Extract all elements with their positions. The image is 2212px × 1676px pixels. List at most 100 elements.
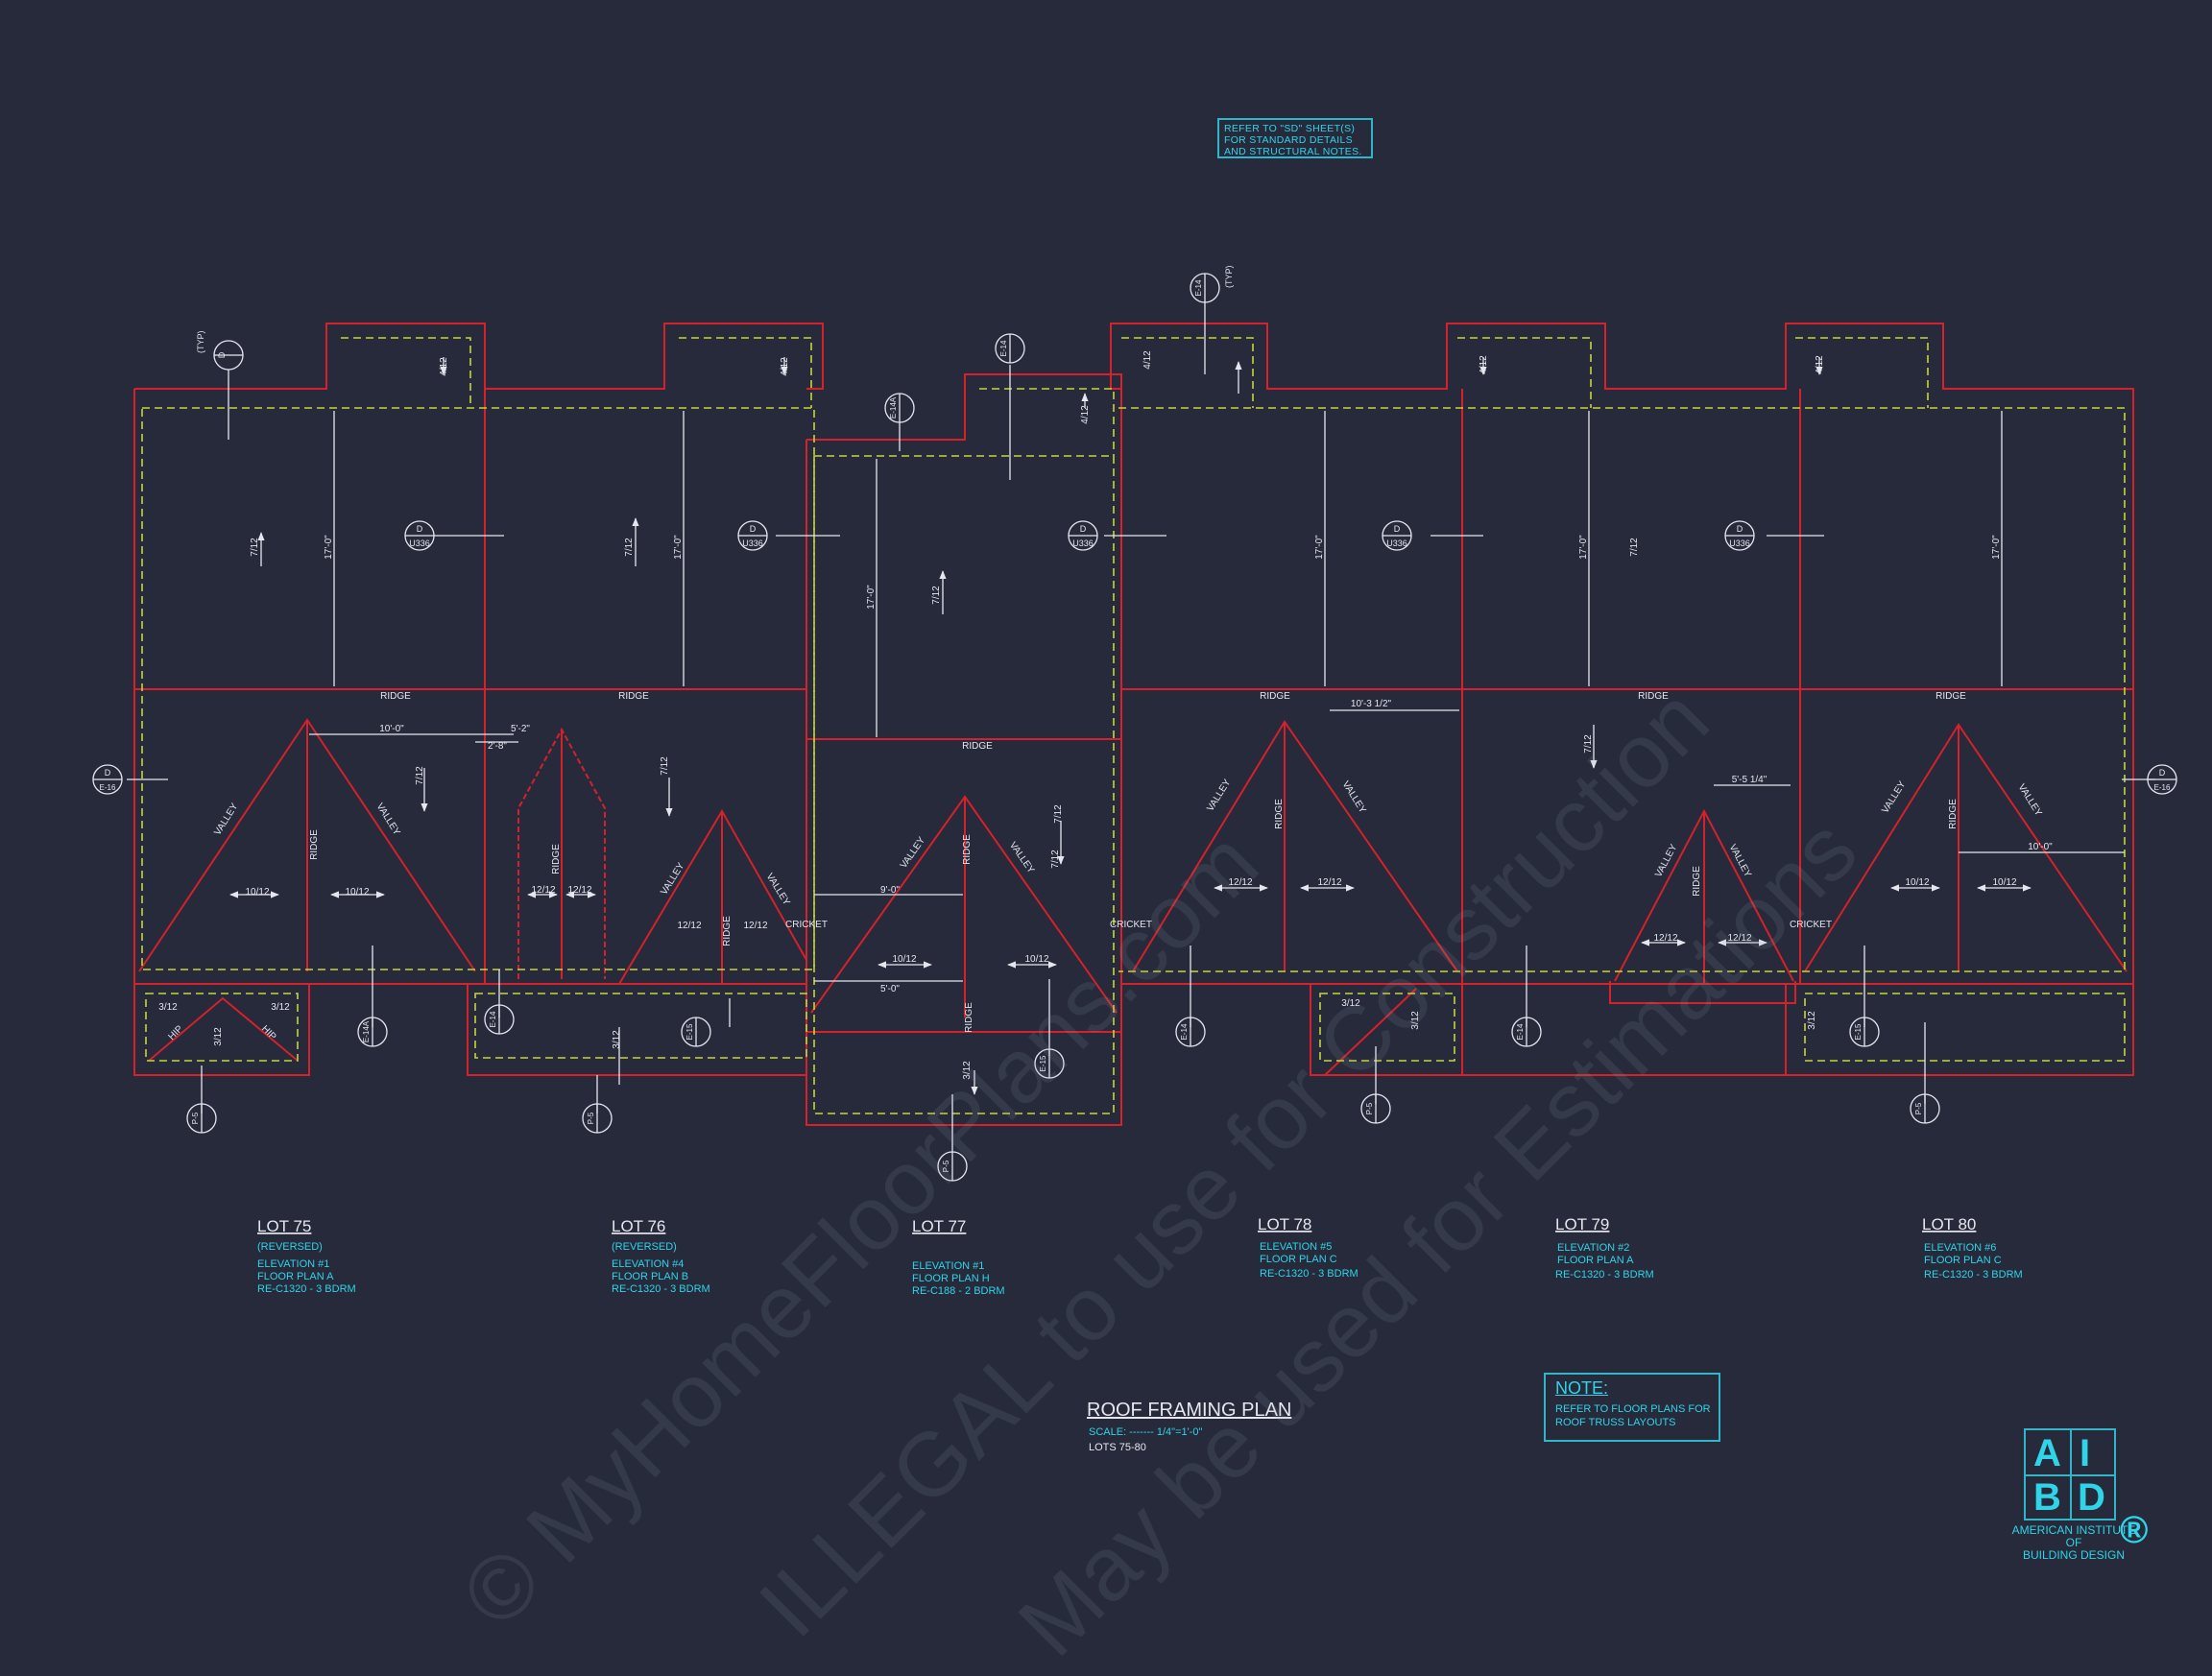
svg-text:FLOOR PLAN C: FLOOR PLAN C [1924,1255,2002,1266]
truss-layout-note: NOTE: REFER TO FLOOR PLANS FOR ROOF TRUS… [1544,1373,1720,1442]
span-dimension: 17'-0" [1314,535,1325,560]
svg-text:D: D [1080,524,1087,534]
structural-notes-reference: REFER TO "SD" SHEET(S) FOR STANDARD DETA… [1217,118,1373,158]
svg-text:D: D [1737,524,1743,534]
callout-bubble: E-15 [1849,1017,1880,1047]
ridge-label: RIDGE [964,1002,974,1033]
callout-bubble: D E-16 [2147,764,2177,795]
svg-text:RE-C1320 - 3 BDRM: RE-C1320 - 3 BDRM [257,1283,356,1295]
slope-label: 7/12 [1583,734,1594,754]
valley-label: VALLEY [764,872,792,908]
roof-outline [133,323,2134,1126]
callout-bubble: E-14A [884,393,915,423]
slope-label: 4/12 [780,357,790,376]
svg-text:(REVERSED): (REVERSED) [257,1241,323,1253]
svg-text:P-5: P-5 [1914,1102,1923,1114]
lot-75-label: LOT 75 (REVERSED) ELEVATION #1 FLOOR PLA… [257,1217,356,1295]
callout-bubble: D U336 [1068,520,1098,551]
slope-label: 10/12 [345,887,369,898]
slope-label: 7/12 [1629,538,1640,557]
callout-bubble: E-14 [484,1004,515,1035]
lot-77-label: LOT 77 ELEVATION #1 FLOOR PLAN H RE-C188… [912,1217,1005,1297]
slope-label: 3/12 [158,1002,178,1013]
svg-text:U336: U336 [1072,539,1094,548]
note-line: REFER TO FLOOR PLANS FOR [1555,1403,1711,1415]
svg-text:FLOOR PLAN A: FLOOR PLAN A [257,1271,334,1282]
svg-text:ELEVATION #1: ELEVATION #1 [257,1258,329,1270]
plan-title: ROOF FRAMING PLAN [1087,1400,1291,1421]
callout-bubble: D U336 [737,520,768,551]
svg-text:FLOOR PLAN H: FLOOR PLAN H [912,1273,990,1284]
svg-text:U336: U336 [1386,539,1407,548]
slope-label: 7/12 [624,538,635,557]
callout-bubble: P-5 [937,1151,968,1182]
valley-label: VALLEY [1340,779,1368,816]
slope-label: 7/12 [415,766,425,785]
lot-labels: LOT 75 (REVERSED) ELEVATION #1 FLOOR PLA… [257,1215,2023,1297]
cricket-label: CRICKET [1110,920,1152,930]
svg-text:LOT 78: LOT 78 [1258,1215,1311,1233]
hip-label: HIP [166,1023,185,1042]
ridge-label: RIDGE [1948,799,1959,829]
slope-label: 7/12 [660,756,670,776]
ridge-label: RIDGE [618,691,649,702]
svg-text:D: D [105,768,111,778]
span-dimension: 17'-0" [1991,535,2002,560]
slope-label: 7/12 [1050,850,1061,869]
slope-label: 12/12 [531,885,555,896]
slope-label: 12/12 [1653,933,1677,944]
callout-bubble: D U336 [404,520,435,551]
ref-note-line: REFER TO "SD" SHEET(S) [1224,123,1356,134]
svg-text:P-5: P-5 [942,1160,950,1172]
slope-label: 4/12 [1080,405,1091,424]
slope-label: 10/12 [1024,954,1048,965]
svg-text:P-5: P-5 [587,1112,595,1124]
slope-label: 12/12 [1727,933,1751,944]
span-dimension: 17'-0" [324,535,334,560]
svg-text:E-14: E-14 [999,340,1008,356]
lot-76-label: LOT 76 (REVERSED) ELEVATION #4 FLOOR PLA… [612,1217,710,1295]
detail-callouts: D (TYP) D U336 D U336 D U336 D U336 D U3… [92,265,2177,1182]
svg-text:P-5: P-5 [191,1112,200,1124]
slope-label: 10/12 [892,954,916,965]
aibd-caption: AMERICAN INSTITUTE OF BUILDING DESIGN [2011,1523,2136,1562]
ridge-label: RIDGE [380,691,411,702]
svg-text:E-15: E-15 [685,1023,694,1040]
slope-label: 4/12 [1142,350,1153,370]
slope-label: 4/12 [1815,355,1825,374]
svg-text:LOT 76: LOT 76 [612,1217,665,1235]
span-dimension: 17'-0" [866,585,877,610]
slope-label: 3/12 [1341,998,1360,1009]
callout-bubble: P-5 [582,1103,613,1134]
slope-label: 10/12 [1992,877,2016,888]
span-dimension: 17'-0" [673,535,684,560]
svg-text:RE-C1320 - 3 BDRM: RE-C1320 - 3 BDRM [1260,1268,1358,1280]
slope-label: 3/12 [612,1030,622,1049]
svg-text:LOT 79: LOT 79 [1555,1215,1609,1233]
dim-10-3: 10'-3 1/2" [1351,699,1392,709]
slope-label: 12/12 [1317,877,1341,888]
lot-78-label: LOT 78 ELEVATION #5 FLOOR PLAN C RE-C132… [1258,1215,1358,1280]
svg-text:ELEVATION #5: ELEVATION #5 [1260,1241,1332,1253]
typ-label: (TYP) [1224,265,1234,288]
callout-bubble: D E-16 [92,764,123,795]
valley-label: VALLEY [1205,778,1233,814]
callout-bubble: D U336 [1382,520,1412,551]
svg-text:E-14A: E-14A [889,396,898,419]
dim-2-8: 2'-8" [488,741,507,752]
svg-text:E-14: E-14 [489,1011,497,1027]
aibd-logo: A I B D ® AMERICAN INSTITUTE OF BUILDING… [2007,1428,2148,1562]
valley-label: VALLEY [374,802,402,838]
ref-note-line: AND STRUCTURAL NOTES. [1224,146,1362,157]
svg-text:E-14: E-14 [1194,279,1203,296]
svg-text:D: D [750,524,757,534]
callout-bubble: E-14 [1175,1017,1206,1047]
dim-5-0: 5'-0" [880,984,900,994]
callout-bubble: E-14 [1190,273,1220,303]
svg-text:LOT 80: LOT 80 [1922,1215,1976,1233]
svg-text:FLOOR PLAN C: FLOOR PLAN C [1260,1254,1337,1265]
callout-bubble: D U336 [1724,520,1755,551]
svg-text:D: D [2159,768,2166,778]
svg-text:LOT 77: LOT 77 [912,1217,966,1235]
plan-title-block: ROOF FRAMING PLAN SCALE: ------- 1/4"=1'… [1087,1400,1291,1453]
